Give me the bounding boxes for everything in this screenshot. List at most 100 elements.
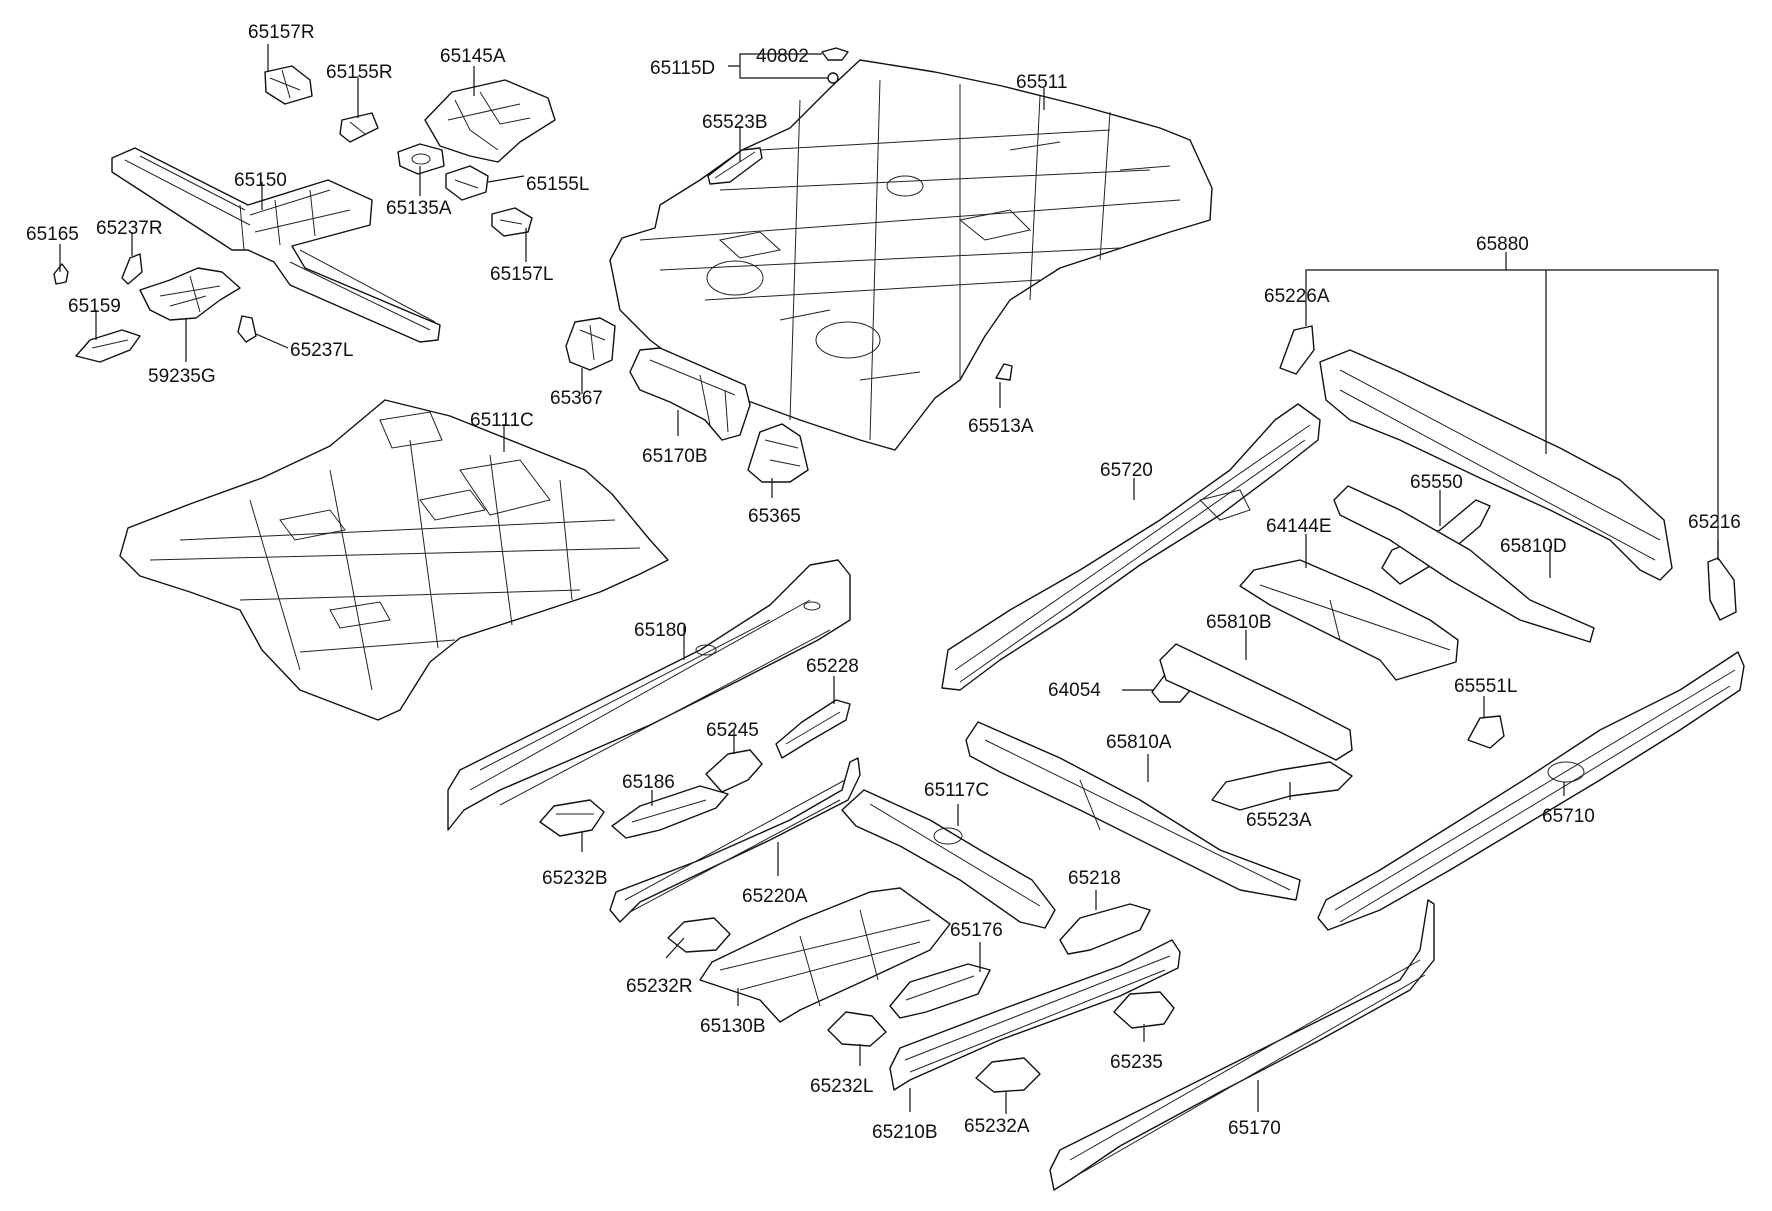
part-65115D-nut	[827, 72, 839, 84]
label-65365: 65365	[748, 506, 801, 527]
part-65232L	[827, 1011, 887, 1047]
label-65245: 65245	[706, 720, 759, 741]
part-65216	[1707, 557, 1737, 621]
label-65226A: 65226A	[1264, 286, 1330, 307]
label-65232L: 65232L	[810, 1076, 873, 1097]
part-65170B	[629, 347, 751, 441]
label-65220A: 65220A	[742, 886, 808, 907]
label-65511: 65511	[1016, 72, 1067, 93]
part-65145A	[424, 79, 556, 163]
label-65218: 65218	[1068, 868, 1121, 889]
label-65523B: 65523B	[702, 112, 768, 133]
label-65513A: 65513A	[968, 416, 1034, 437]
part-65155R	[339, 112, 379, 143]
part-65170	[1049, 899, 1435, 1191]
label-65880: 65880	[1476, 234, 1529, 255]
label-65232B: 65232B	[542, 868, 608, 889]
part-65810B	[1159, 643, 1353, 761]
label-65237L: 65237L	[290, 340, 353, 361]
label-65810A: 65810A	[1106, 732, 1172, 753]
label-65159: 65159	[68, 296, 121, 317]
part-65186	[611, 785, 729, 839]
label-65232A: 65232A	[964, 1116, 1030, 1137]
label-65117C: 65117C	[924, 780, 989, 801]
part-64144E	[1239, 559, 1459, 681]
part-65523B	[707, 147, 763, 185]
label-65551L: 65551L	[1454, 676, 1517, 697]
part-number-labels: 65157R 65155R 65145A 65150 65135A 65155L…	[26, 22, 1741, 1143]
label-65186: 65186	[622, 772, 675, 793]
part-40802-bolt	[821, 47, 849, 61]
part-65218	[1059, 903, 1151, 955]
label-65523A: 65523A	[1246, 810, 1312, 831]
part-65367	[565, 317, 616, 371]
part-65232A	[975, 1057, 1041, 1093]
part-65551L	[1467, 715, 1505, 749]
label-65176: 65176	[950, 920, 1003, 941]
part-65237R	[121, 253, 143, 285]
part-65117C	[841, 789, 1056, 929]
part-65210B	[889, 939, 1181, 1091]
part-65150	[111, 147, 441, 343]
label-65145A: 65145A	[440, 46, 506, 67]
label-65232R: 65232R	[626, 976, 693, 997]
part-65135A	[397, 143, 445, 175]
label-65216: 65216	[1688, 512, 1741, 533]
part-65810A	[965, 721, 1301, 901]
label-65710: 65710	[1542, 806, 1595, 827]
label-65180: 65180	[634, 620, 687, 641]
part-65176	[889, 963, 991, 1019]
part-59235G	[139, 267, 241, 321]
label-65111C: 65111C	[470, 410, 534, 431]
part-65880-crossmember	[1319, 349, 1673, 581]
leader-lines	[59, 44, 1719, 1114]
label-65210B: 65210B	[872, 1122, 938, 1143]
part-65220A	[609, 757, 861, 923]
label-65165: 65165	[26, 224, 79, 245]
label-64054: 64054	[1048, 680, 1101, 701]
part-65232B	[539, 799, 605, 837]
part-65228	[775, 699, 851, 759]
part-65245	[705, 749, 763, 793]
part-65720	[941, 403, 1321, 691]
label-40802: 40802	[756, 46, 809, 67]
label-65157L: 65157L	[490, 264, 553, 285]
label-65720: 65720	[1100, 460, 1153, 481]
part-65235	[1113, 991, 1175, 1029]
part-65157R	[264, 65, 313, 105]
part-65513A	[995, 363, 1013, 381]
part-65180	[447, 559, 851, 831]
part-65159	[75, 329, 141, 363]
label-59235G: 59235G	[148, 366, 216, 387]
label-65157R: 65157R	[248, 22, 315, 43]
label-65150: 65150	[234, 170, 287, 191]
label-65155L: 65155L	[526, 174, 589, 195]
label-65810D: 65810D	[1500, 536, 1567, 557]
part-65130B	[699, 887, 951, 1023]
part-65165	[53, 263, 69, 285]
part-65810D	[1333, 485, 1595, 643]
part-65226A	[1279, 325, 1315, 375]
label-65170: 65170	[1228, 1118, 1281, 1139]
label-65135A: 65135A	[386, 198, 452, 219]
label-65235: 65235	[1110, 1052, 1163, 1073]
part-65365	[747, 423, 809, 483]
part-65155L	[445, 165, 489, 201]
label-65115D: 65115D	[650, 58, 715, 79]
label-65367: 65367	[550, 388, 603, 409]
label-65170B: 65170B	[642, 446, 708, 467]
label-65237R: 65237R	[96, 218, 163, 239]
label-65130B: 65130B	[700, 1016, 766, 1037]
label-65550: 65550	[1410, 472, 1463, 493]
part-65523A	[1211, 761, 1353, 811]
part-65710	[1317, 651, 1745, 931]
part-65111C	[119, 399, 669, 721]
label-65228: 65228	[806, 656, 859, 677]
label-65155R: 65155R	[326, 62, 393, 83]
part-65237L	[237, 315, 257, 343]
part-65232R	[667, 917, 731, 953]
label-65810B: 65810B	[1206, 612, 1272, 633]
part-65157L	[491, 207, 533, 237]
label-64144E: 64144E	[1266, 516, 1332, 537]
